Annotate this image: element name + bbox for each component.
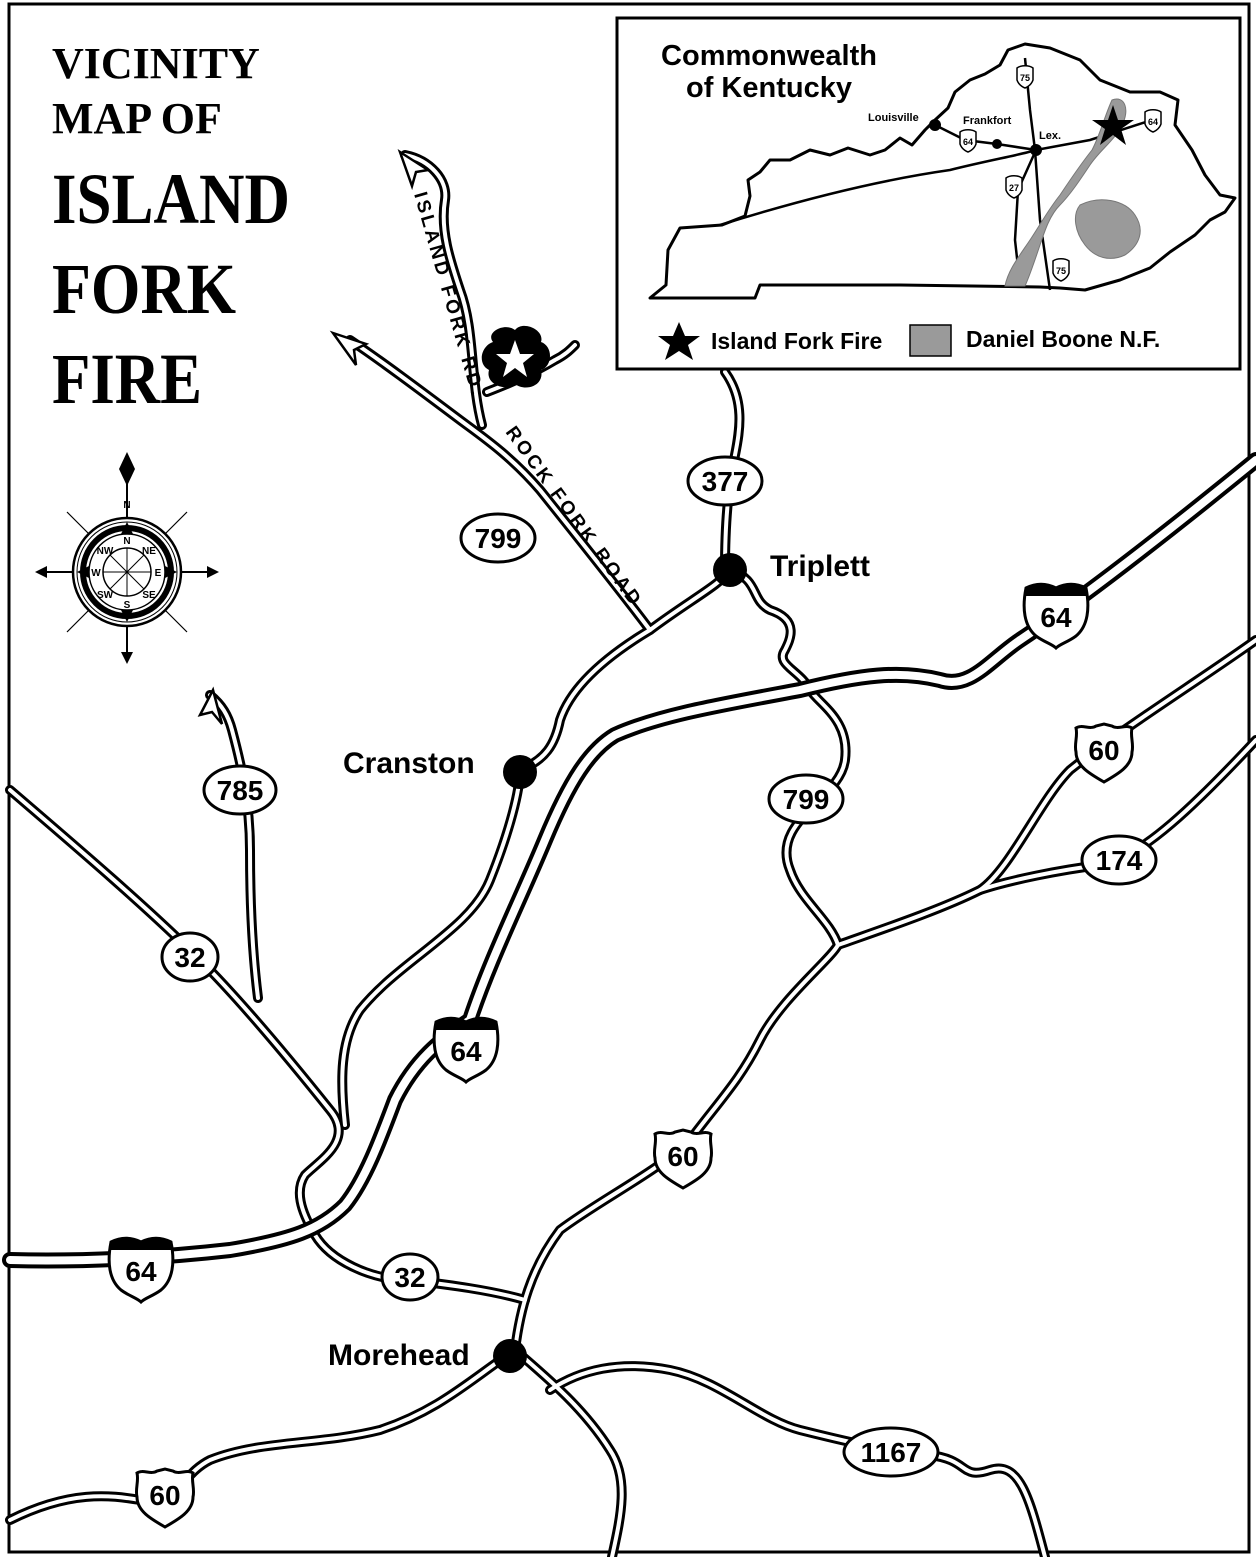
kentucky-inset: Commonwealth of Kentucky Louisville Fran… [615,16,1242,371]
cranston-dot [503,755,537,789]
legend-fire-label: Island Fork Fire [711,328,882,354]
compass-se: SE [142,590,156,601]
svg-text:64: 64 [963,137,973,147]
town-dots [493,553,747,1373]
inset-shield-i75-south: 75 [1052,258,1070,282]
i64-east-shield: 64 [1022,582,1090,651]
i64-mid-number: 64 [450,1036,482,1067]
compass-w: W [91,568,101,579]
ky32-south-number: 32 [394,1262,425,1293]
title-line-vicinity: VICINITY [52,39,260,88]
compass-nw: NW [97,546,114,557]
inset-title-line1: Commonwealth [661,40,877,72]
ky174-number: 174 [1096,845,1143,876]
ky377-number: 377 [702,466,749,497]
interstate-64-route [2,452,1256,1269]
title-line-fork: FORK [52,249,236,329]
legend-fire-star-icon [658,322,700,360]
triplett-dot [713,553,747,587]
triplett-label: Triplett [770,550,870,583]
legend-forest-swatch [909,324,952,357]
compass-e: E [155,568,162,579]
ky1167-shield: 1167 [842,1426,940,1478]
arrow-785 [197,686,224,725]
state-route-shields: 377 799 799 785 32 32 174 1167 [160,455,1158,1478]
compass-n: N [123,536,130,547]
inset-shield-i64-east: 64 [1144,109,1162,133]
ky32-south-shield: 32 [380,1252,440,1302]
i64-west-shield: 64 [107,1236,175,1305]
us60-east-shield: 60 [1073,722,1135,784]
compass-ne: NE [142,546,156,557]
arrow-rock-fork [329,330,370,366]
us60-mid-shield: 60 [652,1128,714,1190]
lexington-label: Lex. [1039,130,1061,142]
compass-sw: SW [97,590,114,601]
us-route-shields: 60 60 60 [134,722,1135,1529]
fire-location-icon [481,325,550,388]
ky1167-number: 1167 [861,1437,922,1468]
compass-n-outer: N [123,500,130,511]
ky799-east-number: 799 [783,784,830,815]
ky377-shield: 377 [686,455,764,507]
ky799-north-shield: 799 [459,512,537,564]
ky799-north-number: 799 [475,523,522,554]
title-line-map-of: MAP OF [52,94,222,143]
frankfort-label: Frankfort [963,115,1012,127]
daniel-boone-nf-area [1004,98,1127,287]
inset-shield-i64-west: 64 [959,129,977,153]
map-title: VICINITY MAP OF ISLAND FORK FIRE [52,39,290,419]
i64-mid-shield: 64 [432,1016,500,1085]
inset-shield-i75-north: 75 [1016,65,1034,89]
svg-text:75: 75 [1020,73,1030,83]
arrow-island-fork [397,148,432,191]
ky32-north-number: 32 [174,942,205,973]
inset-title-line2: of Kentucky [686,72,852,104]
us60-sw-shield: 60 [134,1467,196,1529]
interstate-shields: 64 64 64 [107,582,1090,1305]
frankfort-dot [992,139,1002,149]
title-line-fire: FIRE [52,339,202,419]
title-line-island: ISLAND [52,159,290,239]
louisville-label: Louisville [868,112,919,124]
svg-text:75: 75 [1056,266,1066,276]
compass-rose-icon: N NE E SE S SW W NW N [35,452,219,664]
us60-mid-number: 60 [667,1141,698,1172]
ky785-shield: 785 [202,764,278,816]
ky799-east-shield: 799 [767,773,845,825]
us60-sw-number: 60 [149,1480,180,1511]
morehead-label: Morehead [328,1339,470,1372]
svg-text:64: 64 [1148,117,1158,127]
morehead-dot [493,1339,527,1373]
lexington-dot [1030,144,1042,156]
i64-west-number: 64 [125,1256,157,1287]
compass-s: S [124,600,131,611]
legend-forest-label: Daniel Boone N.F. [966,326,1160,352]
louisville-dot [929,119,941,131]
ky785-number: 785 [217,775,264,806]
town-labels: Triplett Cranston Morehead [328,550,870,1372]
road-arrows [197,148,432,725]
daniel-boone-nf-area-south [1074,199,1141,259]
ky32-north-shield: 32 [160,931,220,983]
ky174-shield: 174 [1080,834,1158,886]
inset-shield-us27: 27 [1005,175,1023,199]
cranston-label: Cranston [343,747,475,780]
us60-east-number: 60 [1088,735,1119,766]
inset-fire-star-icon [1092,105,1134,145]
svg-text:27: 27 [1009,183,1019,193]
i64-east-number: 64 [1040,602,1072,633]
